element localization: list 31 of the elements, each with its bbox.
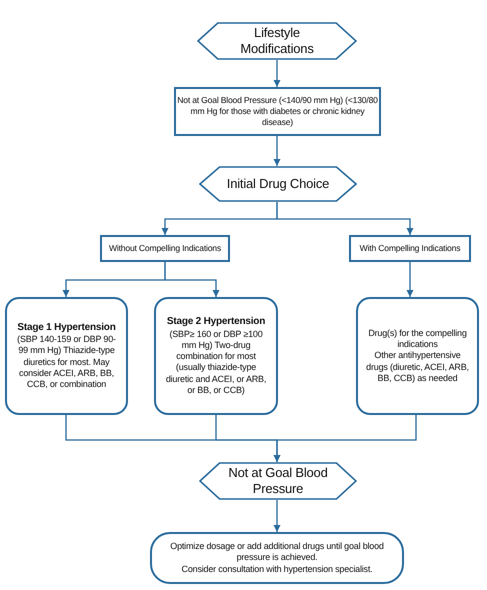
process-box <box>100 235 230 262</box>
node-text: Consider consultation with hypertension specialist. <box>182 564 372 575</box>
rounded-box <box>5 297 128 415</box>
arrow <box>406 262 414 297</box>
arrow <box>276 202 414 235</box>
node-text: Optimize dosage or add additional drugs until goal blood pressure is achieved. <box>169 541 385 564</box>
arrow <box>274 500 280 532</box>
process-box <box>174 87 381 136</box>
node-text: Not at Goal Blood Pressure (<140/90 mm Hg) (<130/80 mm Hg for those with diabetes or chronic kidney disease) <box>176 95 379 128</box>
node-text: With Compelling Indications <box>360 243 460 254</box>
node-text: (SBP≥ 160 or DBP ≥100 mm Hg) Two-drug combination for most (usually thiazide-type diuretic and ACEI, or ARB, or BB, or CCB) <box>164 328 268 396</box>
rounded-box <box>154 297 278 415</box>
terminal-box <box>150 532 404 584</box>
arrow <box>274 60 280 87</box>
rounded-box <box>356 297 479 415</box>
node-text: Other antihypertensive drugs (diuretic, ACEI, ARB, BB, CCB) as needed <box>365 350 470 384</box>
process-box <box>349 235 471 262</box>
node-text: Drug(s) for the compelling indications <box>367 328 468 350</box>
arrow <box>274 415 417 462</box>
heading-text: Stage 1 Hypertension <box>17 322 116 334</box>
decision-hexagon <box>199 166 357 202</box>
arrow <box>164 262 220 297</box>
decision-hexagon <box>197 22 357 60</box>
node-text: Not at Goal Blood Pressure <box>227 464 329 498</box>
node-text: Lifestyle Modifications <box>239 24 315 58</box>
arrow <box>274 136 280 166</box>
node-text: (SBP 140-159 or DBP 90-99 mm Hg) Thiazide-type diuretics for most. May consider ACEI, ARB, BB, CCB, or combination <box>16 334 117 390</box>
node-text: Initial Drug Choice <box>226 176 330 192</box>
node-text: Without Compelling Indications <box>109 243 221 254</box>
decision-hexagon <box>199 462 357 500</box>
heading-text: Stage 2 Hypertension <box>166 316 266 328</box>
